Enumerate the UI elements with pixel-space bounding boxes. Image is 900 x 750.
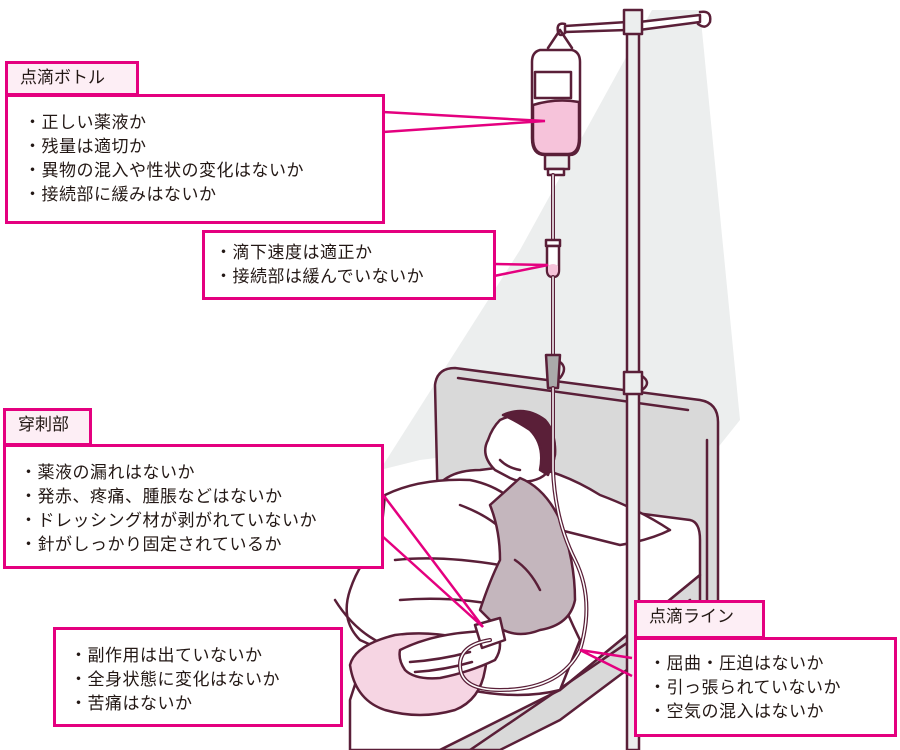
headboard-rail	[456, 376, 690, 412]
line-title-text: 点滴ライン	[649, 607, 734, 627]
pointer-bottle	[382, 110, 546, 134]
checklist-item: 針がしっかり固定されているか	[20, 533, 381, 557]
checklist-item: 屈曲・圧迫はないか	[649, 652, 894, 676]
checklist-item: 滴下速度は適正か	[215, 241, 493, 265]
bottle-cap	[543, 153, 571, 171]
line-callout: 屈曲・圧迫はないか 引っ張られていないか 空気の混入はないか	[634, 637, 897, 737]
bottle-fluid	[531, 99, 581, 156]
bottle-title-text: 点滴ボトル	[20, 68, 105, 88]
puncture-callout-title: 穿刺部	[3, 408, 92, 446]
checklist-item: 残量は適切か	[24, 135, 382, 159]
pole-clamp	[622, 370, 644, 396]
checklist-item: 発赤、疼痛、腫脹などはないか	[20, 485, 381, 509]
patient-checklist: 副作用は出ていないか 全身状態に変化はないか 苦痛はないか	[70, 644, 340, 716]
checklist-item: ドレッシング材が剥がれていないか	[20, 509, 381, 533]
pole-hook-left	[563, 20, 629, 34]
patient-callout: 副作用は出ていないか 全身状態に変化はないか 苦痛はないか	[53, 627, 343, 727]
bottle-hanger	[546, 28, 574, 50]
pointer-line	[579, 648, 633, 678]
pointer-puncture-site	[380, 491, 484, 628]
checklist-item: 異物の混入や性状の変化はないか	[24, 159, 382, 183]
patient-hair	[501, 409, 557, 477]
bottle-label	[533, 70, 573, 100]
checklist-item: 引っ張られていないか	[649, 676, 894, 700]
puncture-site-checklist: 薬液の漏れはないか 発赤、疼痛、腫脹などはないか ドレッシング材が剥がれていない…	[20, 461, 381, 557]
drip-chamber-checklist: 滴下速度は適正か 接続部は緩んでいないか	[215, 241, 493, 289]
roller-clamp	[544, 353, 562, 390]
checklist-item: 正しい薬液か	[24, 111, 382, 135]
checklist-item: 接続部に緩みはないか	[24, 183, 382, 207]
checklist-item: 空気の混入はないか	[649, 700, 894, 724]
puncture-site-callout: 薬液の漏れはないか 発赤、疼痛、腫脹などはないか ドレッシング材が剥がれていない…	[3, 444, 384, 569]
drip-chamber-callout: 滴下速度は適正か 接続部は緩んでいないか	[202, 230, 496, 300]
puncture-title-text: 穿刺部	[18, 415, 69, 435]
line-callout-title: 点滴ライン	[634, 600, 765, 639]
pointer-drip-chamber	[493, 262, 549, 278]
bottle-checklist: 正しい薬液か 残量は適切か 異物の混入や性状の変化はないか 接続部に緩みはないか	[24, 111, 382, 207]
checklist-item: 薬液の漏れはないか	[20, 461, 381, 485]
line-checklist: 屈曲・圧迫はないか 引っ張られていないか 空気の混入はないか	[649, 652, 894, 724]
pole-hook-right	[637, 13, 702, 32]
bottle-callout-title: 点滴ボトル	[5, 61, 139, 96]
checklist-item: 副作用は出ていないか	[70, 644, 340, 668]
checklist-item: 全身状態に変化はないか	[70, 668, 340, 692]
checklist-item: 苦痛はないか	[70, 692, 340, 716]
bottle-callout: 正しい薬液か 残量は適切か 異物の混入や性状の変化はないか 接続部に緩みはないか	[5, 94, 385, 224]
checklist-item: 接続部は緩んでいないか	[215, 265, 493, 289]
pole-knob	[640, 374, 649, 392]
